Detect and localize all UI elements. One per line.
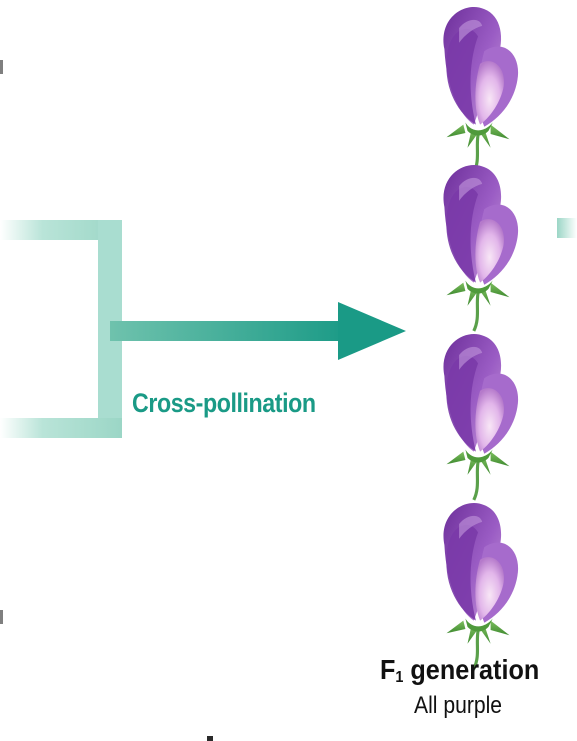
edge-mark-bottom <box>0 610 3 624</box>
generation-title: F1 generation <box>380 654 539 687</box>
flower-4 <box>443 503 518 669</box>
generation-subscript: 1 <box>395 669 403 686</box>
bracket <box>0 220 122 438</box>
flower-2 <box>443 165 518 331</box>
generation-description: All purple <box>414 692 502 720</box>
flower-1 <box>443 7 518 173</box>
generation-letter: F <box>380 654 395 685</box>
cross-pollination-label: Cross-pollination <box>132 388 316 419</box>
edge-mark-bottom-center <box>207 736 213 741</box>
bracket-bottom-arm <box>0 418 122 438</box>
edge-mark-top <box>0 60 3 74</box>
cross-pollination-arrow <box>110 302 406 360</box>
generation-word: generation <box>403 654 539 685</box>
flower-3 <box>443 334 518 500</box>
next-arrow-stub <box>557 218 577 238</box>
